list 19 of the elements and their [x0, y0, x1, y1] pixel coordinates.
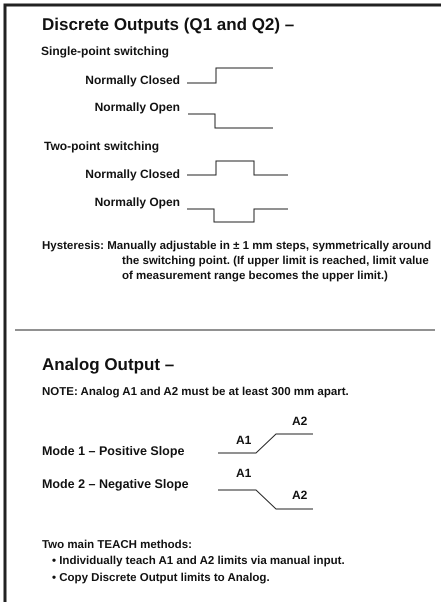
- signal-label: Normally Open: [94, 195, 180, 210]
- note-text: Hysteresis: Manually adjustable in ± 1 mm steps, symmetrically around the switching point. (If upper limit is reached, limit value of measurement range becomes the upper limit.): [42, 239, 432, 284]
- section-heading: Discrete Outputs (Q1 and Q2) –: [42, 15, 294, 36]
- limit-label: A2: [292, 414, 308, 428]
- section-heading: Analog Output –: [42, 355, 174, 376]
- limit-label: A2: [292, 488, 308, 502]
- subheading: Single-point switching: [41, 44, 169, 58]
- limit-label: A1: [236, 433, 252, 448]
- mode-label: Mode 1 – Positive Slope: [42, 444, 184, 459]
- note-text: Two main TEACH methods:: [42, 539, 192, 553]
- signal-label: Normally Open: [94, 100, 180, 114]
- note-text: • Copy Discrete Output limits to Analog.: [52, 572, 270, 586]
- note-text: NOTE: Analog A1 and A2 must be at least 300 mm apart.: [42, 386, 349, 400]
- subheading: Two-point switching: [44, 139, 160, 154]
- mode-label: Mode 2 – Negative Slope: [42, 477, 189, 492]
- signal-label: Normally Closed: [84, 73, 180, 88]
- limit-label: A1: [236, 466, 252, 480]
- signal-label: Normally Closed: [84, 167, 180, 182]
- note-text: • Individually teach A1 and A2 limits via manual input.: [52, 555, 345, 569]
